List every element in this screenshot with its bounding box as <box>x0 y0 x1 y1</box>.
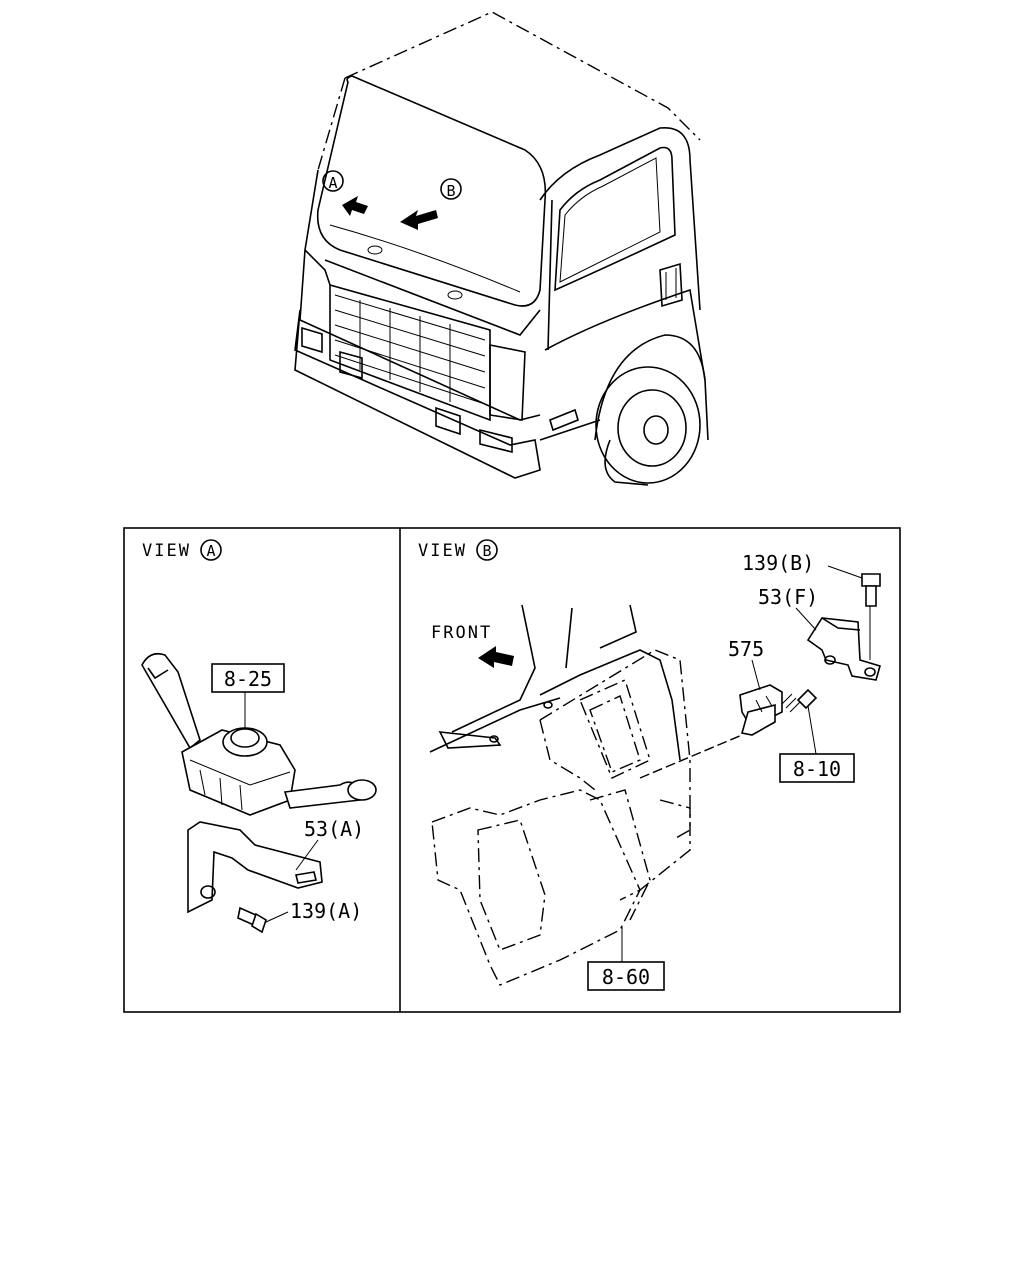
marker-a-text: A <box>328 174 337 192</box>
front-direction-label: FRONT <box>431 623 492 643</box>
view-b-arrow-icon <box>400 210 438 230</box>
bolt-139a-icon <box>237 906 267 934</box>
bracket-53f <box>806 617 881 681</box>
vehicle-structure <box>429 604 681 761</box>
part-575-label: 575 <box>728 637 764 661</box>
part-53f-label: 53(F) <box>758 585 818 609</box>
part-8-25-label: 8-25 <box>224 667 272 691</box>
marker-b-circle: B <box>440 178 462 200</box>
marker-a-circle: A <box>322 170 344 192</box>
clip-575 <box>739 684 783 736</box>
part-139a-label: 139(A) <box>290 899 362 923</box>
marker-b-text: B <box>446 182 455 200</box>
part-8-60-label: 8-60 <box>602 965 650 989</box>
view-b-title: VIEW <box>418 541 467 561</box>
bracket-53a <box>187 821 323 914</box>
combination-switch <box>141 652 377 816</box>
part-139b-label: 139(B) <box>742 551 814 575</box>
view-a-panel: VIEW A 8-25 53(A) <box>141 539 377 934</box>
detail-frame <box>123 527 901 1013</box>
view-a-title: VIEW <box>142 541 191 561</box>
view-b-panel: VIEW B FRONT <box>418 539 881 991</box>
front-arrow-icon <box>478 646 514 668</box>
view-a-arrow-icon <box>342 196 368 216</box>
view-b-marker: B <box>482 542 491 560</box>
view-a-marker: A <box>206 542 215 560</box>
control-unit-8-60 <box>431 649 691 986</box>
bolt-139b-icon <box>861 573 881 660</box>
screw-8-10-icon <box>781 688 818 713</box>
part-53a-label: 53(A) <box>304 817 364 841</box>
part-8-10-label: 8-10 <box>793 757 841 781</box>
truck-cab-illustration: A B <box>294 11 709 486</box>
